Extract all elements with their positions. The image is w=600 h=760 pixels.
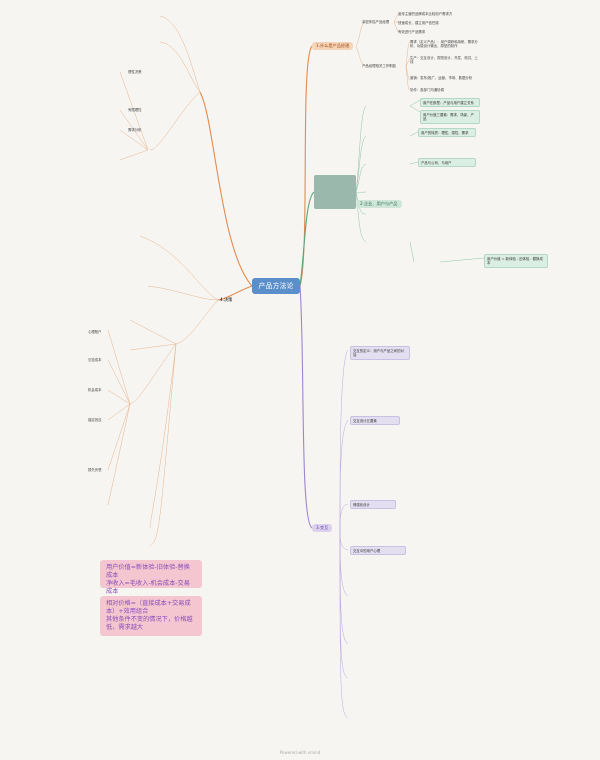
left-label-6: 机会成本 xyxy=(88,388,102,392)
node-r2: 产品经理相关工作职能 xyxy=(362,64,396,68)
node-l4: 需求（定义产品）：用户调研和用研、需求分析、功能设计输出、原型的制作 xyxy=(410,40,478,49)
purple-node-4: 交互中的用户心理 xyxy=(350,546,406,556)
node-l6: 营销：发布/推广、运营、市场、数据分析 xyxy=(410,76,473,80)
node-l2: 快速成长，建立用户信任感 xyxy=(398,21,439,25)
node-r1: 亲密伴侣产品经理 xyxy=(362,20,390,24)
branch-enterprise-user-product[interactable]: 2.企业、用户与产品 xyxy=(356,200,402,208)
purple-node-1: 交互的定义：用户与产品之间的对话 xyxy=(350,346,410,360)
node-l7: 协作：各部门沟通协调 xyxy=(410,88,444,92)
green-node-3: 用户的特质：理性、感性、需求 xyxy=(418,128,476,138)
purple-node-2: 交互设计五要素 xyxy=(350,416,400,426)
branch-what-is-pm[interactable]: 1.什么是产品经理 xyxy=(312,42,354,50)
root-node[interactable]: 产品方法论 xyxy=(252,278,300,294)
green-node-4: 产品与公司、与用户 xyxy=(418,158,476,168)
node-l5: 生产：交互设计、视觉设计、开发、测试、上线 xyxy=(410,56,478,65)
node-l3: 有效进行产品需求 xyxy=(398,30,426,34)
left-label-5: 沉没成本 xyxy=(88,358,102,362)
formula-box-value: 用户价值=新体验-旧体验-替换成本 净收入=毛收入-机会成本-交易成本 xyxy=(100,560,202,595)
branch-image xyxy=(314,175,356,209)
left-label-2: 有限理性 xyxy=(128,108,142,112)
green-node-1: 用户在那里：产品与用户建立关系 xyxy=(420,98,480,108)
left-label-1: 理性决策 xyxy=(128,70,142,74)
purple-node-3: 情感化设计 xyxy=(350,500,396,510)
left-label-3: 需求分析 xyxy=(128,128,142,132)
branch-interaction[interactable]: 3.交互 xyxy=(312,524,333,532)
footer-credit: Powered with xmind xyxy=(279,750,321,755)
left-label-7: 锚定效应 xyxy=(88,418,102,422)
green-node-2: 用户价值三要素：需求、场景、产品 xyxy=(420,110,480,124)
left-label-8: 损失厌恶 xyxy=(88,468,102,472)
formula-box-price: 相对价格=（直接成本+交易成本）+效用组合 其他条件不变的情况下，价格越低，需求… xyxy=(100,596,202,636)
left-label-4: 心理账户 xyxy=(88,330,102,334)
green-node-5: 用户价值 = 新体验 - 旧体验 - 替换成本 xyxy=(484,254,548,268)
branch-decision[interactable]: 4.决策 xyxy=(220,297,233,302)
node-l1: 宣传主营的品牌成本比较用户需求方 xyxy=(398,12,453,16)
